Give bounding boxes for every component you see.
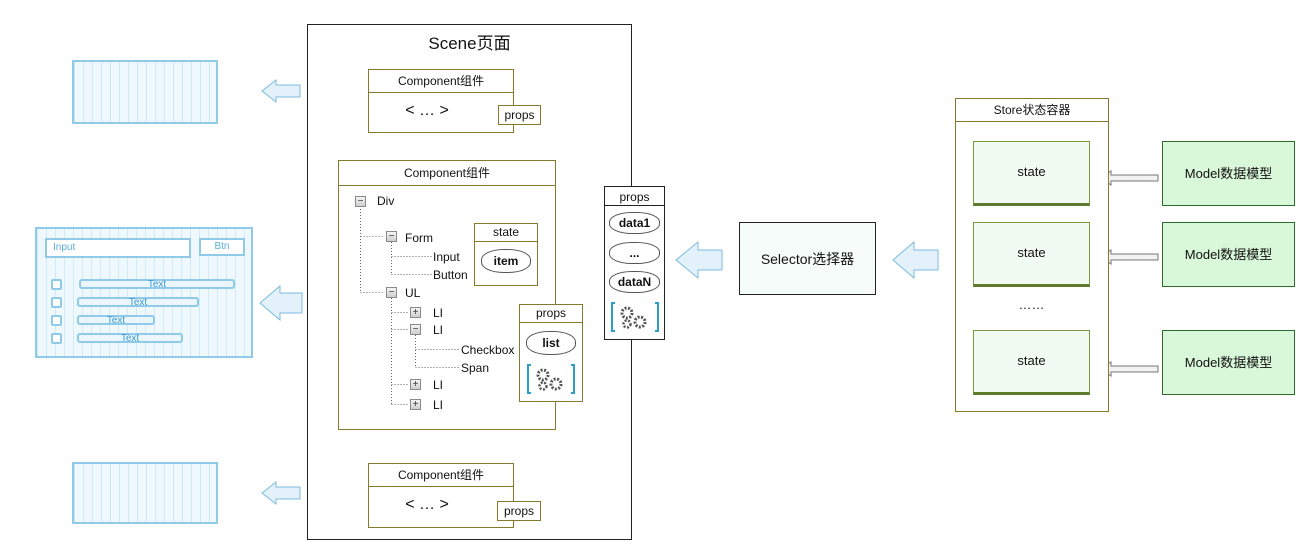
props-data-cloud: dataN [609,271,660,293]
props-tag: props [498,105,541,125]
tree-toggle-expand-icon[interactable]: + [410,379,421,390]
component-content: < … > [405,496,449,513]
state-box-title: state [475,224,537,242]
tree-node-input: Input [433,250,460,264]
model-box: Model数据模型 [1162,330,1295,395]
store-state: state [973,330,1090,395]
store-ellipsis: …… [1018,297,1045,312]
model-box: Model数据模型 [1162,222,1295,287]
tree-toggle-expand-icon[interactable]: + [410,307,421,318]
wireframe-checkbox [51,333,62,344]
component-state-box: state item [474,223,538,286]
tree-node-li: LI [433,398,444,412]
state-cloud: item [481,249,531,273]
arrow-left-icon [1100,361,1159,377]
tree-node-button: Button [433,268,468,282]
component-title: Component组件 [369,70,513,93]
props-box-title: props [520,305,582,323]
wireframe-text-row: Text [79,279,235,290]
arrow-left-icon [892,240,939,280]
tree-node-ul: UL [405,286,421,300]
tree-toggle-collapse-icon[interactable]: − [386,231,397,242]
component-title: Component组件 [369,464,513,487]
tree-node-li: LI [433,306,444,320]
wireframe-checkbox [51,279,62,290]
wireframe-text-row: Text [77,297,199,308]
store-state: state [973,141,1090,206]
tree-node-form: Form [405,231,433,245]
tree-toggle-collapse-icon[interactable]: − [410,324,421,335]
arrow-left-icon [261,78,301,104]
component-props-box: props list [519,304,583,402]
tree-node-checkbox: Checkbox [461,343,515,357]
wireframe-form: Input Btn Text Text Text Text [35,227,253,358]
wireframe-bottom [72,462,218,524]
tree-toggle-expand-icon[interactable]: + [410,399,421,410]
props-panel: props data1 ... dataN [604,186,665,340]
tree-node-div: Div [377,194,395,208]
wireframe-button: Btn [199,238,245,256]
wireframe-text-row: Text [77,333,183,344]
scene-title: Scene页面 [428,34,511,53]
wireframe-input: Input [45,238,191,258]
wireframe-checkbox [51,315,62,326]
arrow-left-icon [1100,170,1159,186]
gears-icon [527,364,575,394]
selector-label: Selector选择器 [760,251,855,267]
wireframe-checkbox [51,297,62,308]
model-box: Model数据模型 [1162,141,1295,206]
arrow-left-icon [259,284,303,322]
component-title: Component组件 [339,161,555,186]
arrow-left-icon [261,480,301,506]
props-tag: props [497,501,541,521]
component-content: < … > [405,102,449,119]
props-data-cloud: data1 [609,212,660,234]
props-panel-title: props [619,190,650,204]
wireframe-text-row: Text [77,315,155,326]
gears-icon [611,302,659,332]
tree-toggle-collapse-icon[interactable]: − [386,287,397,298]
component-top: Component组件 < … > [368,69,514,133]
tree-node-li: LI [433,323,444,337]
selector-box: Selector选择器 [739,222,876,295]
wireframe-top [72,60,218,124]
tree-toggle-collapse-icon[interactable]: − [355,196,366,207]
props-data-cloud: ... [609,242,660,264]
arrow-left-icon [675,240,723,280]
tree-node-li: LI [433,378,444,392]
props-cloud: list [526,331,576,355]
tree-node-span: Span [461,361,490,375]
store-title: Store状态容器 [956,99,1108,122]
arrow-left-icon [1100,249,1159,265]
component-bottom: Component组件 < … > [368,463,514,528]
store-state: state [973,222,1090,287]
